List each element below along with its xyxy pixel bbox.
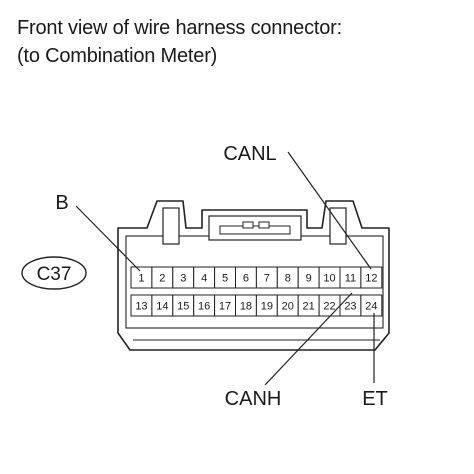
pin-number: 16: [198, 301, 210, 313]
diagram-title: Front view of wire harness connector: (t…: [17, 14, 342, 70]
callout-canl-label: CANL: [223, 143, 276, 165]
pin-number: 11: [345, 273, 356, 285]
pin-number: 5: [222, 273, 228, 285]
connector-code-oval: [21, 256, 87, 290]
pin-number: 3: [180, 273, 186, 285]
callout-canl-leader: [287, 151, 372, 270]
pin-number: 6: [243, 273, 249, 285]
left-lock-tab: [162, 207, 180, 245]
pin-number: 8: [285, 273, 291, 285]
right-lock-tab: [329, 207, 347, 245]
pin-number: 19: [261, 301, 273, 313]
title-line-2: (to Combination Meter): [17, 45, 218, 67]
pin-number: 22: [323, 301, 335, 313]
pin-number: 13: [135, 301, 147, 313]
pin-cavity: [360, 266, 383, 289]
pin-number: 23: [344, 301, 356, 313]
pin-number: 14: [156, 301, 168, 313]
pin-number: 12: [365, 273, 377, 285]
pin-number: 17: [219, 301, 231, 313]
pin-number: 4: [201, 273, 207, 285]
title-line-1: Front view of wire harness connector:: [17, 17, 342, 39]
center-key: [208, 215, 302, 241]
pin-number: 2: [159, 273, 165, 285]
connector-code: C37: [37, 264, 72, 285]
callout-b-leader: [75, 205, 141, 272]
pin-number: 21: [303, 301, 315, 313]
pin-number: 15: [177, 301, 189, 313]
pin-cavity: [360, 294, 383, 317]
pin-number: 18: [240, 301, 252, 313]
callout-b-label: B: [55, 192, 68, 214]
pin-number: 24: [365, 301, 377, 313]
pin-number: 1: [138, 273, 144, 285]
pin-number: 10: [323, 273, 335, 285]
pin-number: 20: [282, 301, 294, 313]
callout-canh-leader: [264, 292, 353, 386]
pin-number: 7: [264, 273, 270, 285]
pin-number: 9: [306, 273, 312, 285]
callout-canh-label: CANH: [225, 388, 282, 410]
callout-et-label: ET: [362, 388, 388, 410]
